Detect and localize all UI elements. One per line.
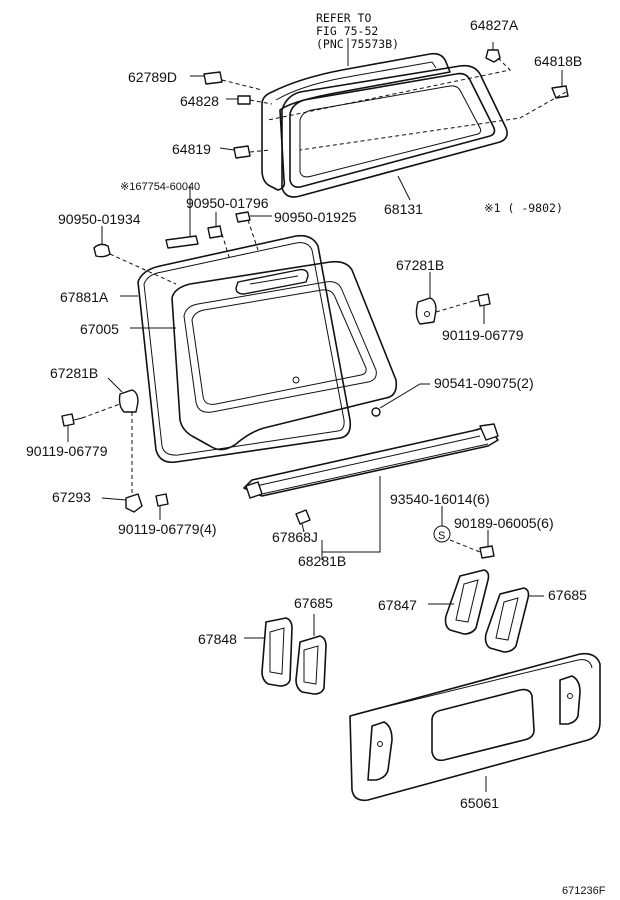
label-90119-left: 90119-06779 bbox=[26, 443, 108, 459]
stopper-right bbox=[415, 272, 437, 325]
note-marker: ※1 ( -9802) bbox=[484, 201, 563, 215]
clip-67868J bbox=[295, 509, 311, 533]
grommet-90541 bbox=[371, 383, 430, 417]
lower-panel-65061 bbox=[349, 652, 601, 802]
label-68131: 68131 bbox=[384, 201, 423, 217]
label-64828: 64828 bbox=[180, 93, 219, 109]
door-weatherstrip bbox=[137, 234, 352, 464]
seal-67685-right bbox=[484, 587, 530, 653]
stopper-left bbox=[107, 377, 139, 413]
label-90119-right: 90119-06779 bbox=[442, 327, 524, 343]
label-90189: 90189-06005(6) bbox=[454, 515, 554, 531]
label-90541: 90541-09075(2) bbox=[434, 375, 534, 391]
label-67868J: 67868J bbox=[272, 529, 318, 545]
back-door-glass bbox=[281, 64, 508, 198]
label-90119-4: 90119-06779(4) bbox=[118, 521, 217, 537]
seal-67848 bbox=[261, 617, 293, 687]
pad-167754 bbox=[165, 186, 199, 249]
label-68281B: 68281B bbox=[298, 553, 346, 569]
weatherstrip-outer bbox=[261, 52, 451, 191]
note-refer-3: (PNC 75573B) bbox=[316, 37, 399, 51]
bolt-90119-left bbox=[61, 413, 83, 442]
clip-90189 bbox=[479, 530, 495, 559]
label-64818B: 64818B bbox=[534, 53, 582, 69]
bumper-67293 bbox=[101, 493, 143, 513]
clip-64818B bbox=[551, 70, 569, 99]
clip-90950-01796 bbox=[207, 212, 223, 239]
label-67005: 67005 bbox=[80, 321, 119, 337]
garnish-68281B bbox=[243, 423, 499, 499]
clip-62789D bbox=[190, 71, 223, 85]
label-93540: 93540-16014(6) bbox=[390, 491, 490, 507]
label-64819: 64819 bbox=[172, 141, 211, 157]
label-90950-01934: 90950-01934 bbox=[58, 211, 141, 227]
clip-64827A bbox=[485, 42, 501, 63]
s-marker: S bbox=[433, 506, 451, 543]
note-refer-1: REFER TO bbox=[316, 11, 371, 25]
note-refer-2: FIG 75-52 bbox=[316, 24, 378, 38]
label-67685-left: 67685 bbox=[294, 595, 333, 611]
seal-67685-left bbox=[295, 635, 327, 695]
seal-67847 bbox=[444, 569, 490, 635]
label-67685-right: 67685 bbox=[548, 587, 587, 603]
label-64827A: 64827A bbox=[470, 17, 519, 33]
drawing-id: 671236F bbox=[562, 885, 606, 897]
clip-64828 bbox=[226, 95, 251, 105]
label-67281B-left: 67281B bbox=[50, 365, 98, 381]
label-62789D: 62789D bbox=[128, 69, 177, 85]
label-67881A: 67881A bbox=[60, 289, 109, 305]
clip-90950-01934 bbox=[93, 226, 111, 258]
label-167754: ※167754-60040 bbox=[120, 181, 200, 193]
label-67293: 67293 bbox=[52, 489, 91, 505]
label-90950-01925: 90950-01925 bbox=[274, 209, 357, 225]
back-door-panel bbox=[171, 260, 398, 451]
bolt-90119-right bbox=[469, 293, 491, 324]
label-67847: 67847 bbox=[378, 597, 417, 613]
label-67848: 67848 bbox=[198, 631, 237, 647]
clip-90950-01925 bbox=[235, 211, 272, 223]
label-67281B-right: 67281B bbox=[396, 257, 444, 273]
bolt-90119-4 bbox=[155, 493, 169, 520]
label-90950-01796: 90950-01796 bbox=[186, 195, 269, 211]
s-marker-text: S bbox=[438, 530, 445, 542]
clip-64819 bbox=[219, 145, 251, 159]
label-65061: 65061 bbox=[460, 795, 499, 811]
